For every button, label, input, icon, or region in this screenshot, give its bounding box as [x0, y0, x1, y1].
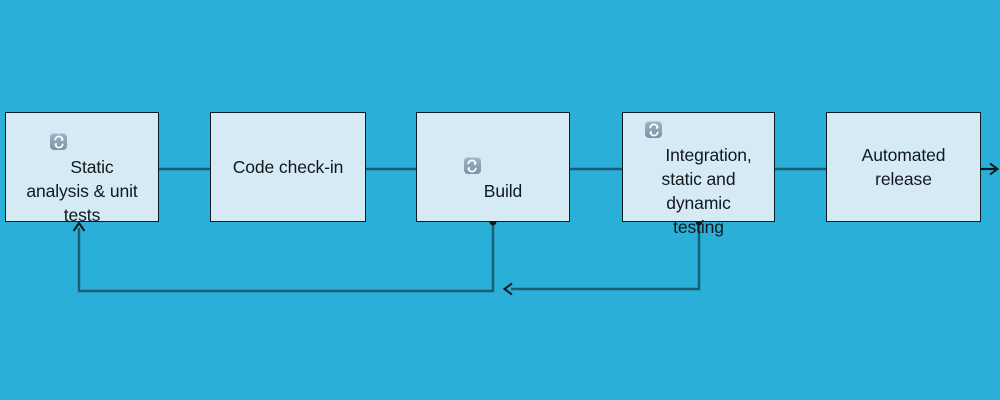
repeat-loop-icon	[645, 121, 663, 138]
node-build-text: Build	[483, 181, 523, 201]
node-code-check-in-label: Code check-in	[232, 157, 344, 177]
node-automated-release[interactable]: Automated release	[826, 112, 981, 222]
node-static-analysis-text: Static analysis & unit tests	[26, 157, 138, 225]
repeat-loop-icon	[463, 157, 481, 174]
node-integration-testing-text: Integration, static and dynamic testing	[661, 145, 752, 237]
repeat-loop-icon	[50, 133, 68, 150]
connector-integration-feedback-loop	[511, 222, 701, 291]
node-static-analysis-label: Static analysis & unit tests	[20, 107, 143, 227]
node-build-label: Build	[458, 131, 528, 203]
arrowhead-build-feedback	[72, 221, 86, 232]
node-automated-release-label: Automated release	[861, 145, 946, 189]
node-code-check-in[interactable]: Code check-in	[210, 112, 366, 222]
arrowhead-integration-feedback	[502, 282, 513, 296]
node-static-analysis[interactable]: Static analysis & unit tests	[5, 112, 159, 225]
connector-build-feedback-loop	[77, 222, 495, 293]
node-integration-testing[interactable]: Integration, static and dynamic testing	[622, 112, 775, 237]
node-integration-testing-label: Integration, static and dynamic testing	[639, 95, 757, 239]
arrowhead-release-exit	[989, 162, 1000, 176]
node-build[interactable]: Build	[416, 112, 570, 222]
